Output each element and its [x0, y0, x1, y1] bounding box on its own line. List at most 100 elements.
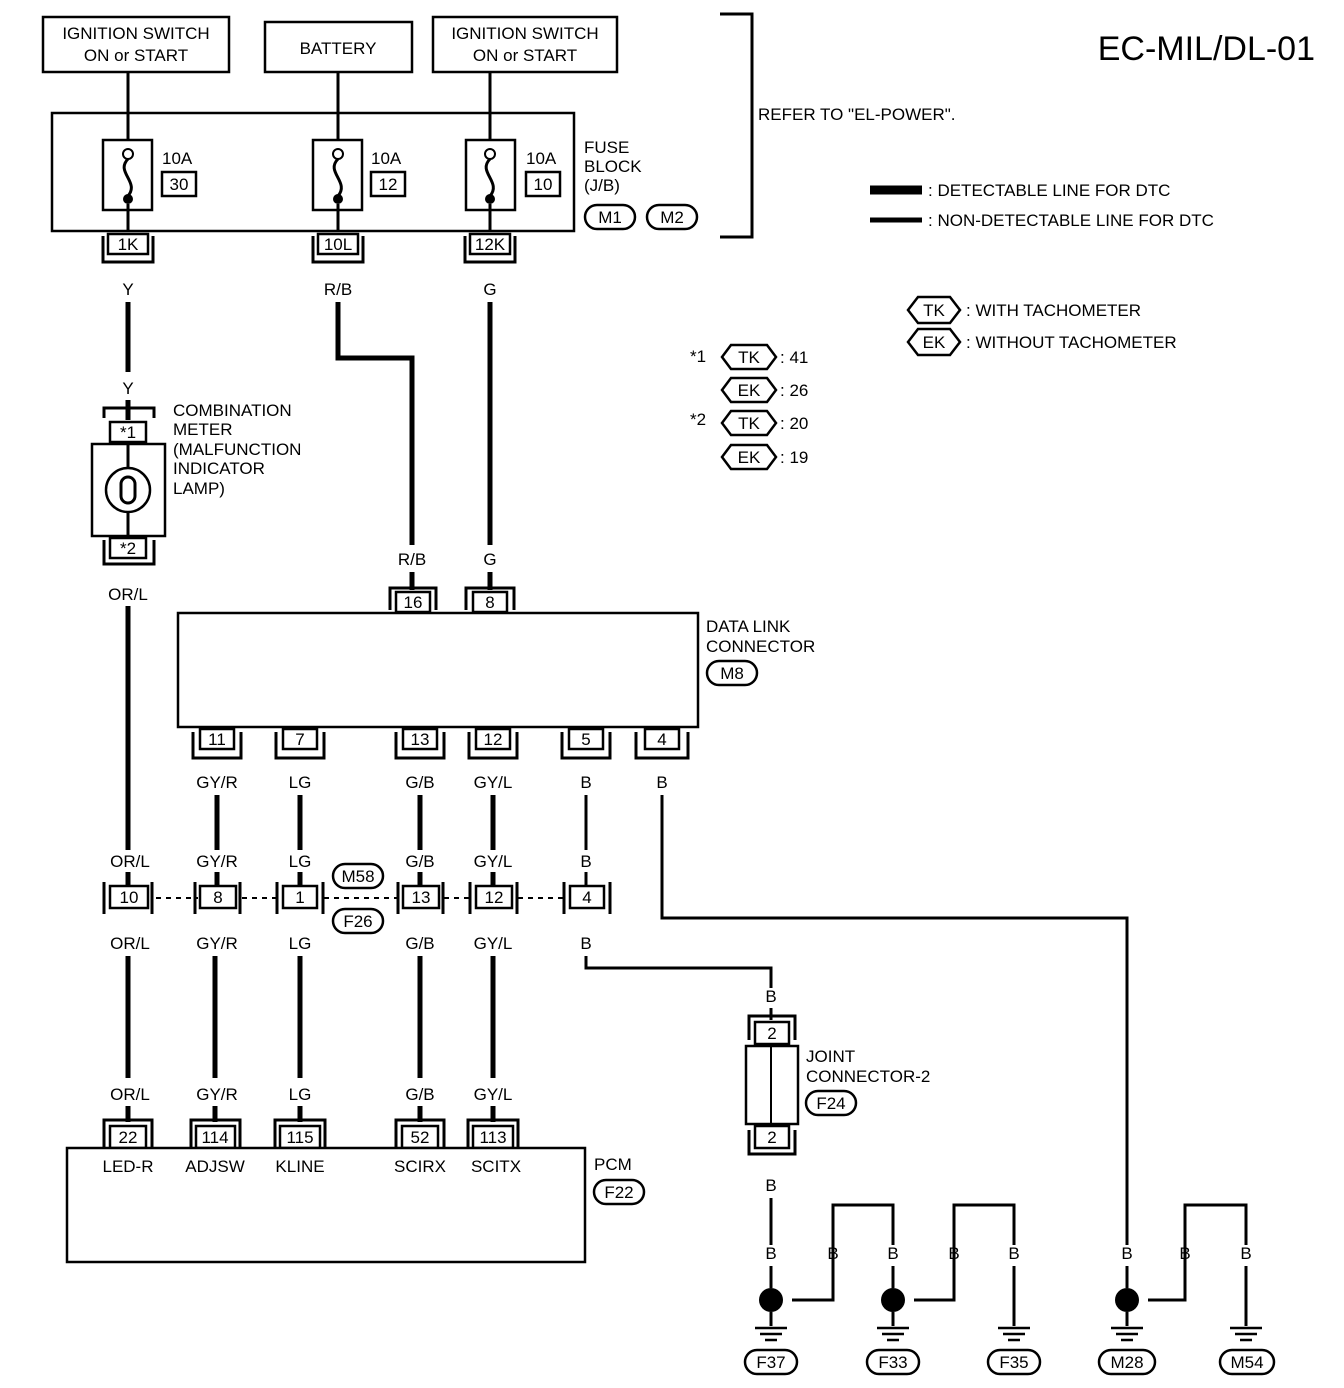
- terminal-box: [401, 727, 439, 751]
- ek-hex-icon: [906, 327, 962, 357]
- terminal-bracket: [191, 732, 243, 760]
- terminal-bracket: [102, 540, 156, 566]
- fuse-terminal: [332, 148, 344, 160]
- wire-color-label: G/B: [405, 1085, 434, 1104]
- terminal-bracket: [275, 882, 325, 914]
- wire-color-label: LG: [289, 773, 312, 792]
- ground-icon: [998, 1326, 1030, 1342]
- ek-hex-icon: [720, 376, 778, 404]
- lamp-filament-icon: [119, 475, 137, 505]
- wire-color-label: GY/L: [474, 934, 513, 953]
- terminal-label: 22: [119, 1128, 138, 1147]
- wire-color-label: B: [765, 987, 776, 1006]
- dlc-label-line: CONNECTOR: [706, 637, 815, 656]
- fuse-amp: 10A: [371, 149, 402, 168]
- terminal-label: 1: [295, 888, 304, 907]
- terminal-bracket: [747, 1130, 797, 1156]
- wire-color-label: B: [765, 1176, 776, 1195]
- terminal-box: [753, 1124, 791, 1150]
- terminal-label: 2: [767, 1024, 776, 1043]
- joint-connector-2: 2 2: [744, 1014, 800, 1156]
- pcm-terminal-22: 22: [102, 1118, 154, 1150]
- wire-color-label: OR/L: [108, 585, 148, 604]
- pcm-terminal-52: 52: [394, 1118, 446, 1150]
- pcm-pin-name: SCITX: [471, 1157, 521, 1176]
- connector-oval: [592, 1178, 646, 1206]
- legend-non-detectable: : NON-DETECTABLE LINE FOR DTC: [928, 211, 1214, 230]
- fuse-terminal: [484, 148, 496, 160]
- connector-label: F26: [343, 912, 372, 931]
- ground-splice-dot: [1115, 1288, 1139, 1312]
- fuse-number: 30: [170, 175, 189, 194]
- terminal-label: 12: [484, 730, 503, 749]
- dlc-terminal-8: 8: [464, 586, 516, 614]
- note-tk-code: TK: [738, 348, 760, 367]
- note-value: : 41: [780, 348, 808, 367]
- connector-label: F33: [878, 1353, 907, 1372]
- connector-oval: [645, 203, 699, 231]
- ground-splice-dot: [759, 1288, 783, 1312]
- terminal-box: [281, 727, 319, 751]
- terminal-label: 4: [582, 888, 591, 907]
- diagram-title: EC-MIL/DL-01: [1098, 30, 1315, 68]
- fuse-amp: 10A: [526, 149, 557, 168]
- terminal-bracket: [274, 732, 326, 760]
- terminal-bracket: [102, 406, 156, 418]
- ground-jumper: [792, 1203, 895, 1302]
- wire-color-label: GY/L: [474, 773, 513, 792]
- wire-color-label: OR/L: [110, 852, 150, 871]
- pcm-connector-f22: F22: [592, 1178, 646, 1206]
- fuse-terminal: [485, 194, 495, 204]
- terminal-label: *2: [120, 539, 136, 558]
- terminal-bracket: [463, 236, 517, 264]
- wire-color-label: GY/L: [474, 1085, 513, 1104]
- wire-color-label: G/B: [405, 773, 434, 792]
- terminal-bracket: [102, 1118, 154, 1148]
- terminal-box: [316, 232, 360, 256]
- terminal-label: 2: [767, 1128, 776, 1147]
- dlc-terminal-11: 11: [191, 727, 243, 760]
- wire-color-label: GY/R: [196, 1085, 238, 1104]
- terminal-label: *1: [120, 423, 136, 442]
- terminal-box: [468, 232, 512, 256]
- pcm-pin-name: ADJSW: [185, 1157, 245, 1176]
- terminal-box: [108, 420, 148, 444]
- meter-label-line: LAMP): [173, 479, 225, 498]
- terminal-box: [474, 884, 514, 910]
- fuse-block-label-line: BLOCK: [584, 157, 642, 176]
- fuse-number-box: [160, 170, 198, 198]
- dlc-terminal-16: 16: [388, 586, 438, 614]
- fuse-number-box: [369, 170, 407, 198]
- terminal-bracket: [102, 882, 154, 914]
- terminal-bracket: [466, 1118, 520, 1148]
- wire-color-label: B: [656, 773, 667, 792]
- harness-terminal-1: 1: [275, 882, 325, 914]
- terminal-bracket: [396, 882, 445, 914]
- terminal-box: [474, 727, 512, 751]
- terminal-bracket: [562, 882, 612, 914]
- terminal-box: [643, 727, 681, 751]
- power-source-line: BATTERY: [300, 39, 377, 58]
- terminal-label: 8: [485, 593, 494, 612]
- terminal-bracket: [193, 882, 242, 914]
- pcm-terminal-115: 115: [273, 1118, 327, 1150]
- power-source-line: IGNITION SWITCH: [62, 24, 209, 43]
- terminal-label: 5: [581, 730, 590, 749]
- connector-label: F24: [816, 1094, 845, 1113]
- fuse-block-connector-m2: M2: [645, 203, 699, 231]
- fuse-30: 10A 30: [101, 138, 198, 212]
- joint-label-line: CONNECTOR-2: [806, 1067, 930, 1086]
- power-source-line: ON or START: [84, 46, 188, 65]
- terminal-bracket: [394, 1118, 446, 1148]
- terminal-12k: 12K: [463, 232, 517, 264]
- wire-color-label: B: [1240, 1244, 1251, 1263]
- terminal-bracket: [468, 882, 519, 914]
- harness-connector-m58: M58: [331, 862, 385, 890]
- pcm-pin-name: LED-R: [102, 1157, 153, 1176]
- ground-icon: [877, 1326, 909, 1342]
- pcm-pin-name: KLINE: [275, 1157, 324, 1176]
- joint-label-line: JOINT: [806, 1047, 855, 1066]
- terminal-label: 115: [286, 1128, 313, 1147]
- wire-color-label: B: [765, 1244, 776, 1263]
- ground-icon: [755, 1326, 787, 1342]
